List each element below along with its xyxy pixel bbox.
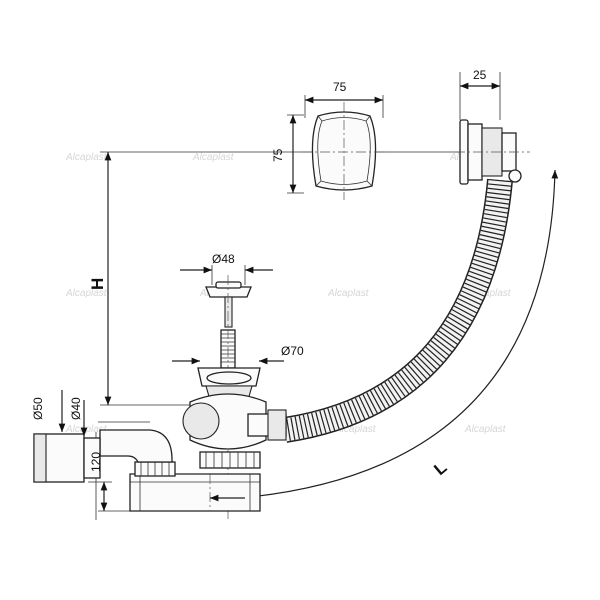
outlet-pipe — [33, 390, 112, 511]
overflow-head — [455, 72, 530, 185]
watermark: Alcaplast — [327, 288, 370, 299]
overflow-cover — [287, 95, 388, 200]
length-label: L — [430, 458, 450, 479]
overflow-depth-label: 25 — [473, 68, 487, 82]
corrugated-hose — [283, 178, 513, 443]
outlet-height-label: 120 — [89, 452, 103, 472]
outlet-inner-label: Ø40 — [69, 397, 83, 420]
waste-diameter-label: Ø70 — [281, 344, 304, 358]
watermark: Alcaplast — [65, 152, 108, 163]
cover-width-label: 75 — [333, 80, 347, 94]
waste-body — [172, 357, 287, 469]
watermarks: Alcaplast Alcaplast Alcaplast Alcaplast … — [65, 152, 512, 435]
length-dimension — [239, 169, 559, 501]
watermark: Alcaplast — [464, 424, 507, 435]
siphon-trap — [99, 429, 261, 512]
dimension-labels: 75 75 25 Ø48 Ø70 Ø50 Ø40 120 H L — [31, 68, 487, 479]
watermark: Alcaplast — [192, 152, 235, 163]
outlet-outer-label: Ø50 — [31, 397, 45, 420]
cover-height-label: 75 — [271, 148, 285, 162]
watermark: Alcaplast — [65, 288, 108, 299]
plug-diameter-label: Ø48 — [212, 252, 235, 266]
height-label: H — [88, 278, 107, 290]
